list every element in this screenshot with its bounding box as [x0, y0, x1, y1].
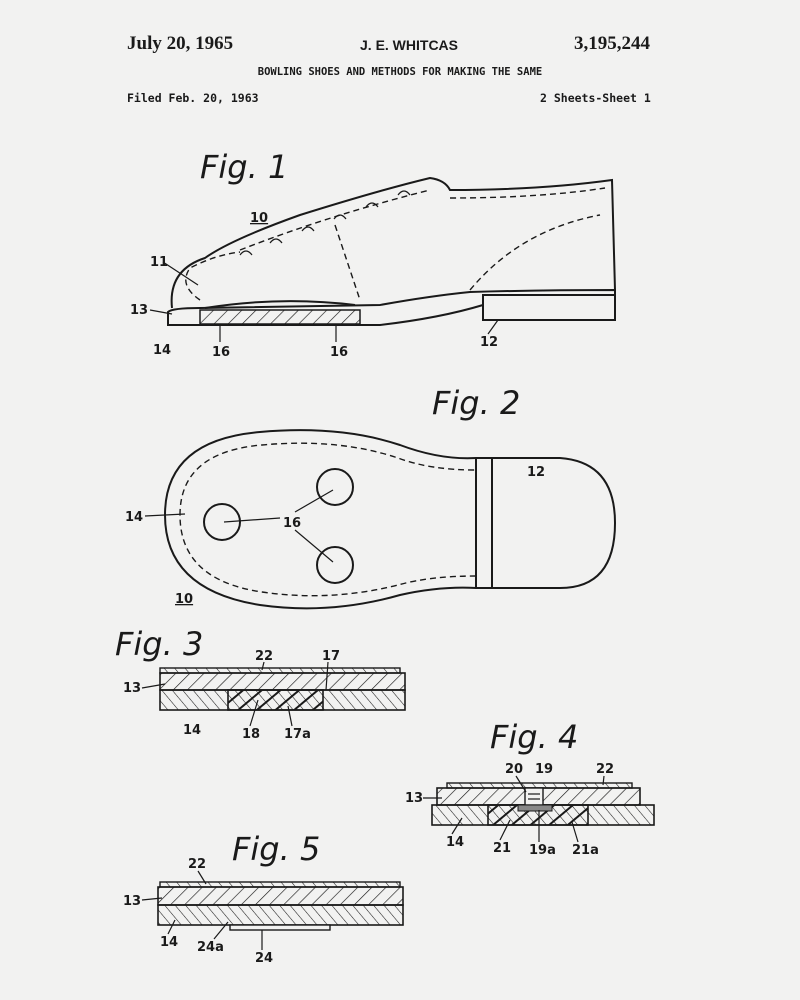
fig2-title: Fig. 2 — [432, 384, 520, 422]
fig5-title: Fig. 5 — [232, 830, 320, 868]
fig4-label-19: 19 — [535, 762, 553, 777]
fig1-label-14: 14 — [153, 343, 171, 358]
fig1-label-16a: 16 — [212, 345, 230, 360]
figure-5-cross-section: Fig. 5 22 13 14 24a 24 — [123, 830, 404, 966]
fig4-label-21: 21 — [493, 841, 511, 856]
fig2-label-16: 16 — [283, 516, 301, 531]
fig1-label-10: 10 — [250, 211, 268, 226]
fig5-label-22: 22 — [188, 857, 206, 872]
fig4-label-14: 14 — [446, 835, 464, 850]
figure-1-shoe-side-view: Fig. 1 10 11 13 14 16 16 12 — [130, 148, 616, 360]
fig4-label-21a: 21a — [572, 843, 599, 858]
fig3-label-22: 22 — [255, 649, 273, 664]
fig1-title: Fig. 1 — [200, 148, 288, 186]
sheet-count: 2 Sheets-Sheet 1 — [540, 91, 651, 105]
fig3-label-18: 18 — [242, 727, 260, 742]
fig5-label-14: 14 — [160, 935, 178, 950]
fig4-label-20: 20 — [505, 762, 523, 777]
fig1-label-16b: 16 — [330, 345, 348, 360]
figure-2-sole-view: Fig. 2 16 14 12 10 — [125, 384, 617, 610]
fig3-label-13: 13 — [123, 681, 141, 696]
fig2-label-10: 10 — [175, 592, 193, 607]
patent-title: BOWLING SHOES AND METHODS FOR MAKING THE… — [257, 66, 543, 78]
figure-3-cross-section: Fig. 3 22 17 13 14 18 17a — [115, 625, 406, 742]
fig3-title: Fig. 3 — [115, 625, 203, 663]
fig4-label-13: 13 — [405, 791, 423, 806]
figure-4-cross-section: Fig. 4 20 19 22 13 14 21 19a 21a — [405, 718, 655, 858]
fig4-label-22: 22 — [596, 762, 614, 777]
fig1-label-13: 13 — [130, 303, 148, 318]
patent-date: July 20, 1965 — [127, 33, 234, 54]
fig5-label-13: 13 — [123, 894, 141, 909]
fig5-label-24: 24 — [255, 951, 273, 966]
fig3-label-17: 17 — [322, 649, 340, 664]
filed-date: Filed Feb. 20, 1963 — [127, 91, 259, 105]
fig3-label-14: 14 — [183, 723, 201, 738]
fig2-label-14: 14 — [125, 510, 143, 525]
patent-number: 3,195,244 — [574, 33, 650, 54]
fig4-title: Fig. 4 — [490, 718, 578, 756]
fig4-label-19a: 19a — [529, 843, 556, 858]
fig5-label-24a: 24a — [197, 940, 224, 955]
fig3-label-17a: 17a — [284, 727, 311, 742]
fig1-label-12: 12 — [480, 335, 498, 350]
inventor-name: J. E. WHITCAS — [360, 37, 459, 53]
fig1-label-11: 11 — [150, 255, 168, 270]
fig2-label-12: 12 — [527, 465, 545, 480]
